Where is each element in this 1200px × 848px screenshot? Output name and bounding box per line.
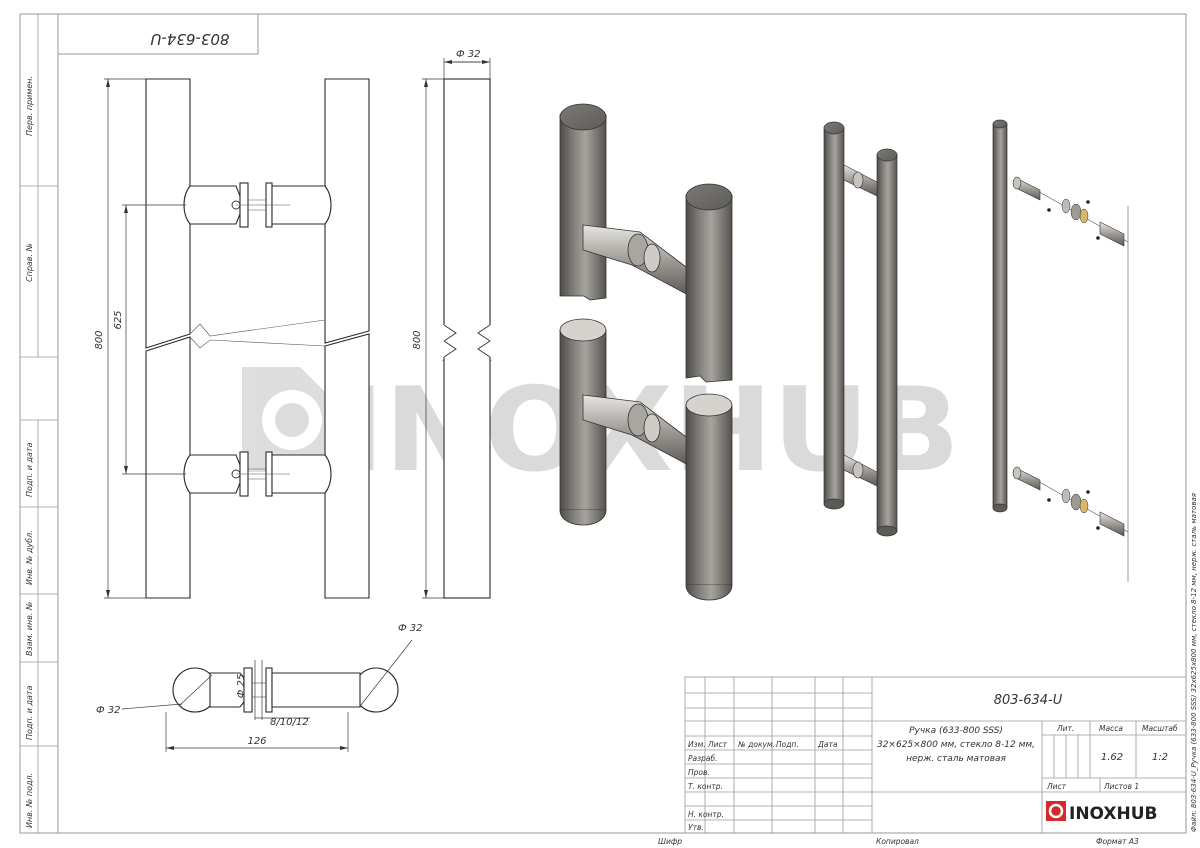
front-connector-top bbox=[183, 182, 332, 228]
side-view: Ф 32 800 bbox=[412, 49, 494, 599]
code-stamp-box: 803-634-U bbox=[57, 13, 259, 55]
lit-label: Лит. bbox=[1056, 724, 1074, 733]
code-stamp-mirrored: 803-634-U bbox=[150, 30, 229, 48]
bottom-copied: Копировал bbox=[876, 837, 919, 846]
col-sign: Подп. bbox=[776, 740, 799, 749]
mass-value: 1.62 bbox=[1101, 752, 1123, 763]
watermark-logo-icon bbox=[242, 367, 330, 472]
front-view: 800 625 bbox=[94, 78, 370, 599]
side-label-podl: Инв. № подл. bbox=[25, 773, 34, 828]
exploded-view bbox=[1012, 176, 1129, 582]
file-note: Файл: 803-634-U_Ручка (633-800 SSS) 32х6… bbox=[1190, 493, 1198, 832]
col-date: Дата bbox=[817, 740, 838, 749]
isometric-view bbox=[559, 103, 733, 601]
inoxhub-logo: INOXHUB bbox=[1046, 801, 1158, 824]
sheet-label: Лист bbox=[1046, 782, 1067, 791]
title-desc-3: нерж. сталь матовая bbox=[906, 754, 1006, 764]
col-list: Лист bbox=[707, 740, 728, 749]
scale-value: 1:2 bbox=[1152, 752, 1168, 763]
title-desc-1: Ручка (633-800 SSS) bbox=[909, 726, 1003, 736]
isometric-bar bbox=[992, 119, 1008, 513]
dim-d32-left: Ф 32 bbox=[96, 705, 121, 716]
row-razrab: Разраб. bbox=[688, 754, 717, 763]
row-prov: Пров. bbox=[688, 768, 710, 777]
dim-800-front: 800 bbox=[94, 330, 105, 349]
sheets-label: Листов 1 bbox=[1103, 782, 1139, 791]
drawing-frame bbox=[19, 13, 1187, 834]
side-label-vzam: Взам. инв. № bbox=[25, 602, 34, 656]
side-label-podp1: Подп. и дата bbox=[25, 442, 34, 497]
watermark: INOXHUB bbox=[242, 363, 960, 498]
bottom-format: Формат А3 bbox=[1096, 837, 1139, 846]
col-doc: № докум. bbox=[737, 740, 775, 749]
dim-d25: Ф 25 bbox=[236, 674, 247, 699]
title-desc-2: 32×625×800 мм, стекло 8-12 мм, bbox=[877, 740, 1035, 750]
dim-126: 126 bbox=[247, 736, 266, 747]
dim-d32-side: Ф 32 bbox=[456, 49, 481, 60]
side-label-sprav: Справ. № bbox=[25, 243, 34, 282]
side-label-perv: Перв. примен. bbox=[25, 76, 34, 136]
title-code: 803-634-U bbox=[994, 693, 1063, 708]
title-block: 803-634-U Ручка (633-800 SSS) 32×625×800… bbox=[684, 676, 1187, 834]
dim-800-side: 800 bbox=[412, 330, 423, 349]
row-utv: Утв. bbox=[688, 823, 704, 832]
mass-label: Масса bbox=[1099, 724, 1123, 733]
dim-625: 625 bbox=[113, 310, 124, 329]
side-label-podp2: Подп. и дата bbox=[25, 685, 34, 740]
scale-label: Масштаб bbox=[1142, 724, 1178, 733]
side-labels: Перв. примен. Справ. № Подп. и дата Инв.… bbox=[25, 76, 34, 828]
row-tkontr: Т. контр. bbox=[688, 782, 723, 791]
row-nkontr: Н. контр. bbox=[688, 810, 724, 819]
isometric-assembled bbox=[823, 121, 898, 537]
top-view: Ф 25 Ф 32 Ф 32 8/10/12 126 bbox=[96, 623, 423, 752]
col-izm: Изм. bbox=[688, 740, 706, 749]
front-connector-bottom bbox=[183, 451, 332, 497]
bottom-shifr: Шифр bbox=[658, 837, 682, 846]
logo-text: INOXHUB bbox=[1069, 804, 1158, 824]
dim-glass: 8/10/12 bbox=[270, 717, 309, 728]
side-label-dubl: Инв. № дубл. bbox=[25, 530, 34, 585]
bottom-strip: Шифр Копировал Формат А3 bbox=[658, 837, 1139, 846]
dim-d32-right: Ф 32 bbox=[398, 623, 423, 634]
